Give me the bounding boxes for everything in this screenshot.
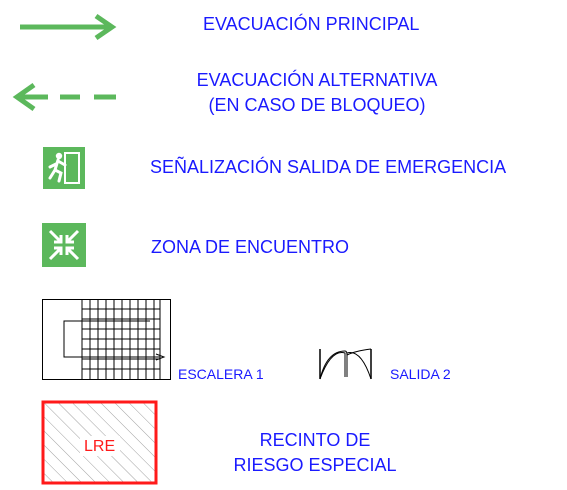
exit-door-label: SALIDA 2 — [390, 366, 451, 382]
hatched-red-box-icon — [41, 400, 158, 485]
special-risk-label: RECINTO DE RIESGO ESPECIAL — [215, 428, 415, 478]
staircase-icon — [42, 299, 171, 380]
alt-route-label-line2: (EN CASO DE BLOQUEO) — [208, 95, 426, 115]
exit-sign-label: SEÑALIZACIÓN SALIDA DE EMERGENCIA — [150, 157, 507, 177]
alt-route-label-line1: EVACUACIÓN ALTERNATIVA — [196, 70, 438, 90]
meeting-zone-label: ZONA DE ENCUENTRO — [151, 237, 350, 257]
double-door-icon — [319, 348, 372, 380]
solid-green-arrow-icon — [20, 13, 117, 41]
assembly-point-icon — [42, 223, 86, 267]
dashed-green-arrow-icon — [12, 82, 116, 112]
running-man-exit-icon — [43, 147, 85, 189]
stair-label: ESCALERA 1 — [178, 366, 264, 382]
main-route-label: EVACUACIÓN PRINCIPAL — [203, 14, 420, 34]
special-risk-label-line2: RIESGO ESPECIAL — [233, 455, 397, 475]
lre-box-text: LRE — [84, 438, 116, 455]
alt-route-label: EVACUACIÓN ALTERNATIVA (EN CASO DE BLOQU… — [172, 68, 462, 118]
special-risk-label-line1: RECINTO DE — [259, 430, 371, 450]
